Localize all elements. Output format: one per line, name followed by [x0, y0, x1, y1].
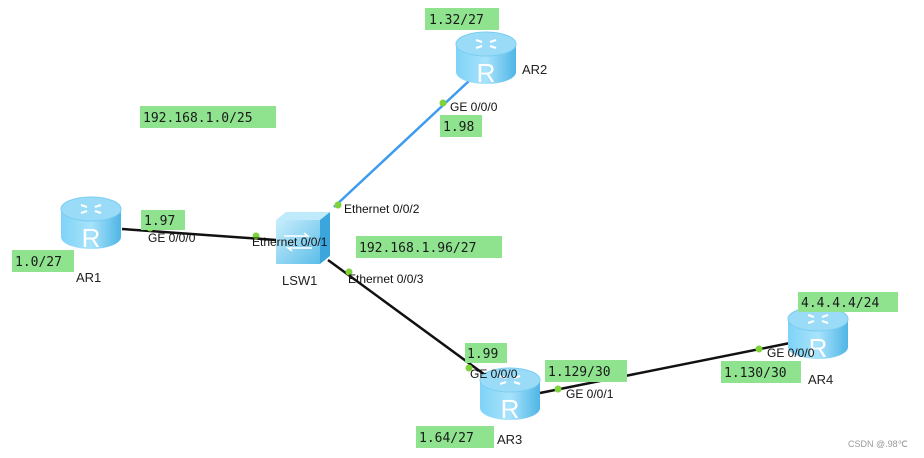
svg-text:1.98: 1.98	[443, 120, 474, 135]
svg-text:1.130/30: 1.130/30	[724, 366, 787, 381]
svg-text:1.97: 1.97	[144, 214, 175, 229]
note-ar3-loopback: 1.64/27	[416, 426, 494, 448]
if-lsw1-e002: Ethernet 0/0/2	[344, 202, 420, 216]
switch-lsw1[interactable]	[276, 212, 330, 264]
label-ar1: AR1	[76, 270, 101, 285]
watermark: CSDN @.98℃	[848, 439, 908, 449]
label-lsw1: LSW1	[282, 273, 317, 288]
if-ar3-ge001: GE 0/0/1	[566, 387, 614, 401]
link-lsw1-ar2[interactable]	[333, 79, 471, 208]
if-ar4-ge000: GE 0/0/0	[767, 346, 815, 360]
svg-text:192.168.1.96/27: 192.168.1.96/27	[359, 241, 476, 256]
note-ar1-ip: 1.97	[141, 210, 185, 230]
link-lsw1-ar3[interactable]	[327, 258, 493, 382]
note-ar3-ip: 1.99	[465, 343, 507, 363]
note-ar2-ip: 1.98	[440, 115, 482, 137]
if-ar3-ge000: GE 0/0/0	[470, 367, 518, 381]
if-ar1-ge000: GE 0/0/0	[148, 231, 196, 245]
svg-text:1.99: 1.99	[467, 347, 498, 362]
link-ar1-lsw1[interactable]	[121, 227, 277, 242]
svg-text:1.64/27: 1.64/27	[419, 431, 474, 446]
router-ar1[interactable]	[60, 196, 122, 254]
if-lsw1-e001: Ethernet 0/0/1	[252, 235, 328, 249]
note-ar1-loopback: 1.0/27	[12, 250, 74, 272]
label-ar2: AR2	[522, 62, 547, 77]
label-ar3: AR3	[497, 432, 522, 447]
link-ar3-ar4[interactable]	[539, 341, 791, 395]
svg-text:1.0/27: 1.0/27	[15, 255, 62, 270]
if-lsw1-e003: Ethernet 0/0/3	[348, 272, 424, 286]
router-ar2[interactable]	[455, 31, 517, 89]
note-subnet-a: 192.168.1.0/25	[140, 106, 276, 128]
if-ar2-ge000: GE 0/0/0	[450, 100, 498, 114]
note-ar4-ip: 1.130/30	[721, 361, 801, 383]
note-ar3-ge001-ip: 1.129/30	[545, 360, 627, 382]
svg-text:192.168.1.0/25: 192.168.1.0/25	[143, 111, 253, 126]
svg-text:1.129/30: 1.129/30	[548, 365, 611, 380]
note-ar4-loopback: 4.4.4.4/24	[798, 292, 898, 312]
note-ar2-loopback: 1.32/27	[425, 8, 499, 30]
note-subnet-b: 192.168.1.96/27	[356, 236, 502, 258]
svg-text:1.32/27: 1.32/27	[429, 13, 484, 28]
label-ar4: AR4	[808, 372, 833, 387]
svg-text:4.4.4.4/24: 4.4.4.4/24	[801, 296, 879, 311]
